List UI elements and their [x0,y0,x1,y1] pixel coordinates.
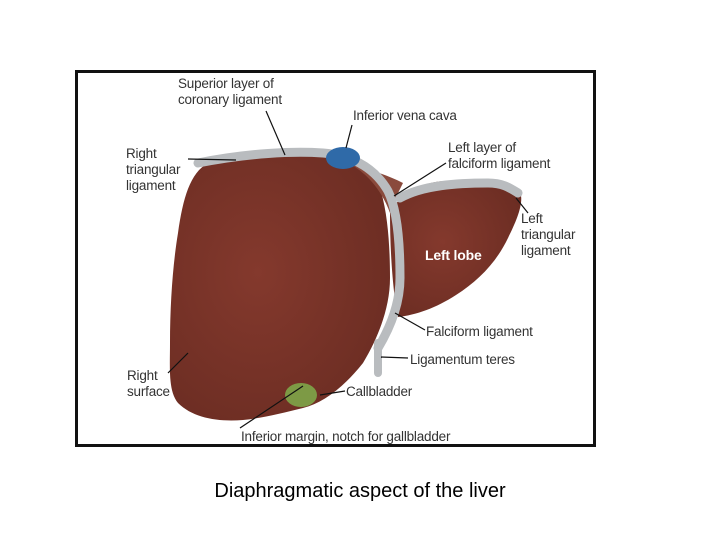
label-right-surface: Right surface [127,368,170,399]
liver-diagram [167,110,529,429]
label-gallbladder: Callbladder [346,384,413,399]
label-falciform-ligament: Falciform ligament [426,324,533,339]
label-left-lobe: Left lobe [425,247,482,263]
label-superior-coronary-ligament: Superior layer of coronary ligament [178,76,282,107]
left-lobe [390,180,522,317]
label-right-triangular-ligament: Right triangular ligament [126,146,181,193]
leader-lines [167,110,529,429]
label-left-triangular-ligament: Left triangular ligament [521,211,576,258]
inferior-vena-cava [326,147,360,169]
label-left-layer-falciform: Left layer of falciform ligament [448,140,551,171]
coronary-ligament [193,147,405,353]
label-ligamentum-teres: Ligamentum teres [410,352,515,367]
liver-illustration-frame: Superior layer of coronary ligament Infe… [75,70,596,447]
right-lobe [169,151,390,421]
figure-caption: Diaphragmatic aspect of the liver [214,480,506,502]
left-ligament-layer [395,178,523,203]
gallbladder [285,383,317,407]
label-inferior-vena-cava: Inferior vena cava [353,108,457,123]
label-inferior-margin: Inferior margin, notch for gallbladder [241,429,451,444]
